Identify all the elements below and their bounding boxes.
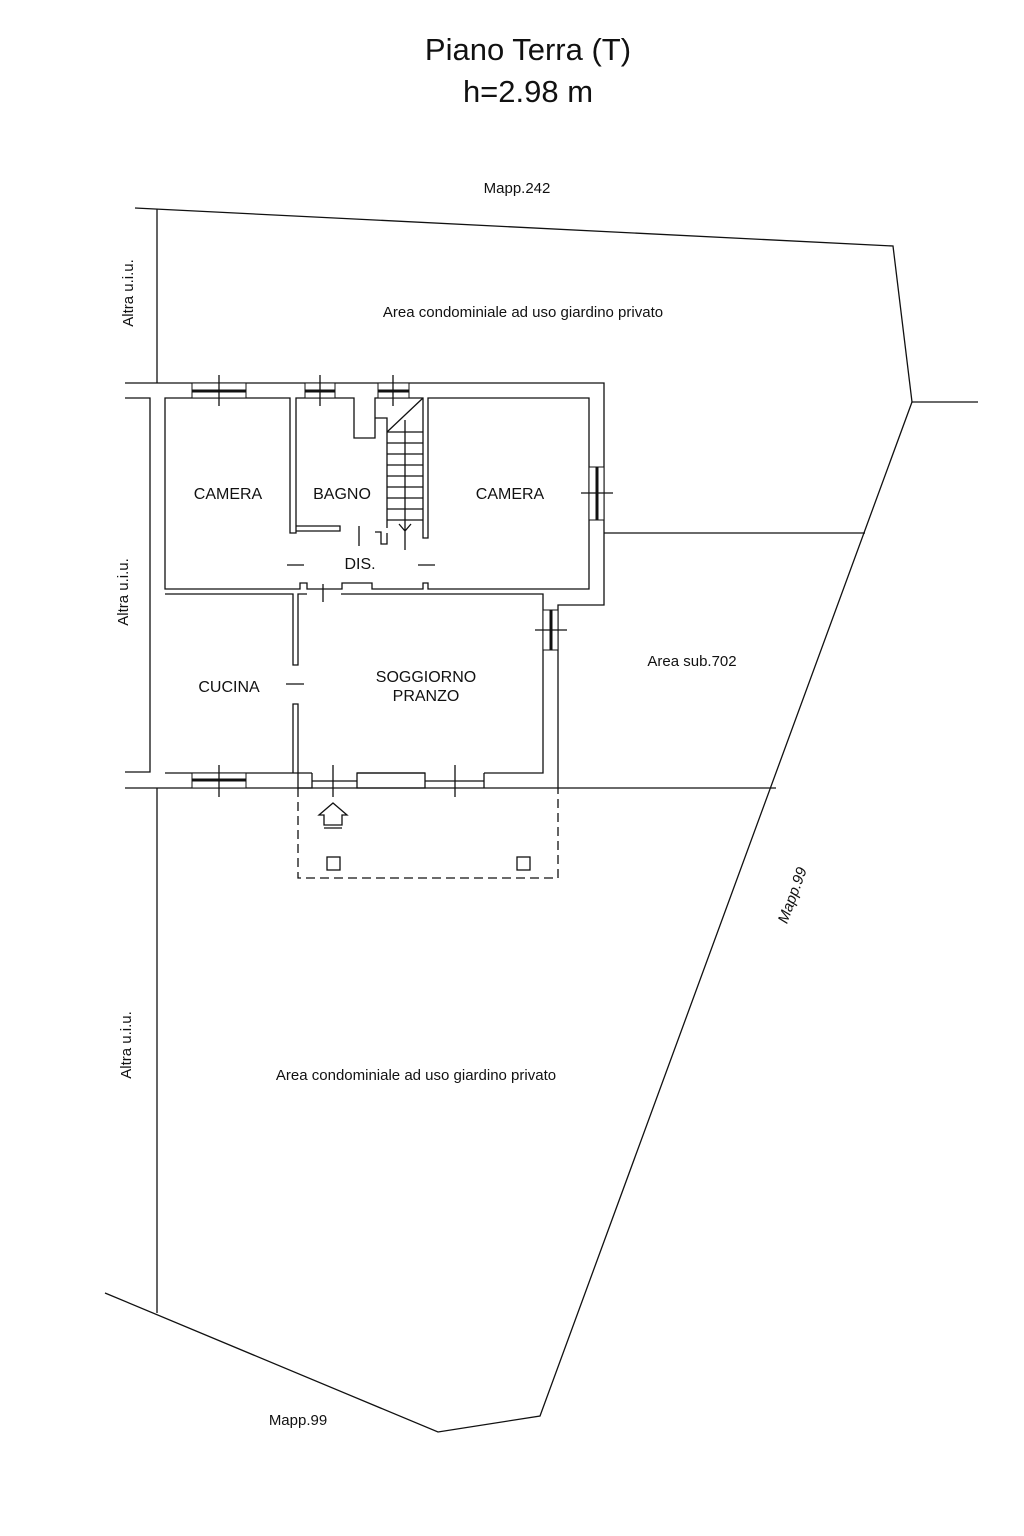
boundary-east: Mapp.99 — [775, 865, 811, 926]
doors-front — [312, 765, 484, 797]
boundary-west-top: Altra u.i.u. — [120, 259, 137, 327]
site-boundaries — [104, 207, 978, 1433]
room-dis: DIS. — [344, 556, 375, 573]
door-marks — [286, 526, 435, 685]
boundary-west-middle: Altra u.i.u. — [115, 558, 132, 626]
boundary-west-bottom: Altra u.i.u. — [118, 1011, 135, 1079]
boundary-north: Mapp.242 — [484, 180, 551, 197]
window-camera-left — [191, 375, 247, 406]
height-label: h=2.98 m — [463, 74, 593, 109]
room-pranzo: PRANZO — [393, 688, 460, 705]
area-garden-north: Area condominiale ad uso giardino privat… — [383, 304, 663, 321]
area-sub: Area sub.702 — [647, 653, 736, 670]
drawing-title: Piano Terra (T) — [425, 32, 631, 67]
windows — [191, 375, 613, 797]
walls — [125, 382, 605, 789]
room-camera-right: CAMERA — [476, 486, 545, 503]
room-soggiorno: SOGGIORNO — [376, 669, 476, 686]
room-camera-left: CAMERA — [194, 486, 263, 503]
window-camera-right — [581, 466, 613, 521]
window-stairs — [377, 375, 410, 406]
room-cucina: CUCINA — [198, 679, 260, 696]
window-cucina — [191, 765, 247, 797]
porch — [297, 788, 559, 879]
staircase — [375, 397, 424, 550]
area-garden-south: Area condominiale ad uso giardino privat… — [276, 1067, 556, 1084]
window-soggiorno — [535, 609, 567, 651]
window-bagno — [304, 375, 336, 406]
room-bagno: BAGNO — [313, 486, 371, 503]
entrance-arrow-icon — [317, 802, 349, 829]
boundary-south: Mapp.99 — [269, 1412, 327, 1429]
